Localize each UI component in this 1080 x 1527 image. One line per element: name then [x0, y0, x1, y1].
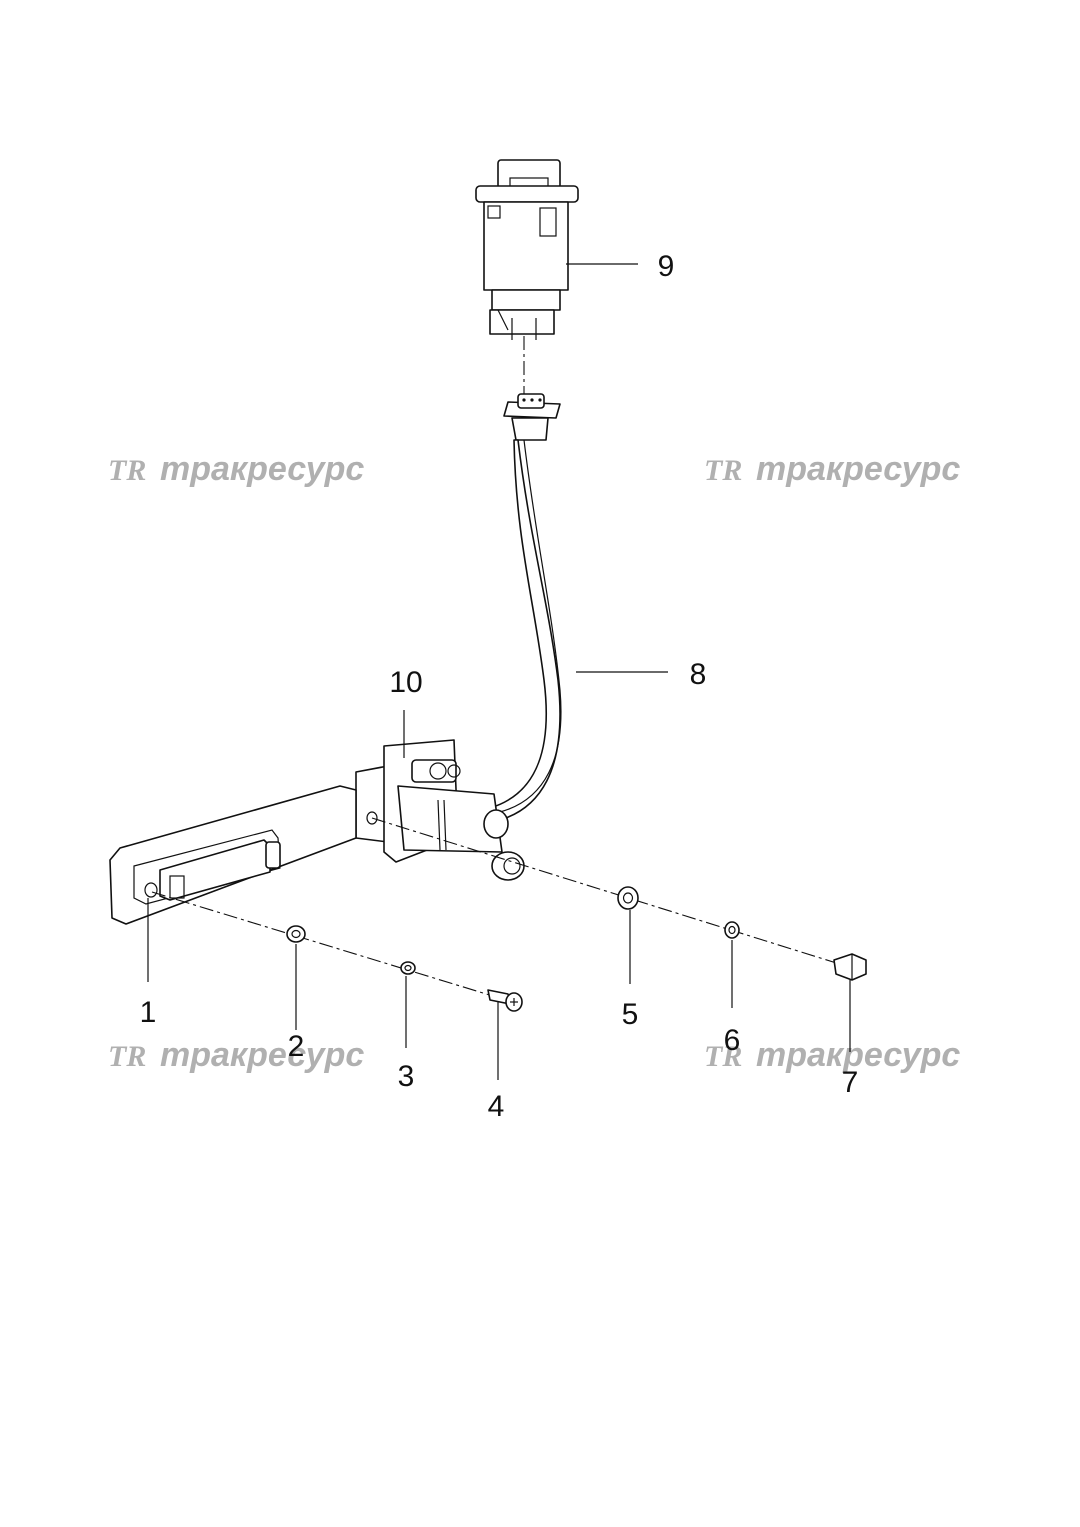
- callout-6: 6: [724, 1024, 741, 1057]
- watermark-text: тракресурс: [160, 450, 364, 488]
- callout-5: 5: [622, 998, 639, 1031]
- part-7-bolt: [833, 953, 867, 981]
- part-5-washer: [617, 886, 639, 910]
- callout-8: 8: [690, 658, 707, 691]
- watermark-top-left: TR тракресурс: [108, 450, 364, 488]
- watermark-logo: TR: [704, 1040, 742, 1073]
- part-8-cable: [489, 393, 562, 823]
- watermark-logo: TR: [108, 1040, 146, 1073]
- part-3-lock-washer: [400, 961, 416, 975]
- watermark-bottom-left: TR тракресурс: [108, 1036, 364, 1074]
- watermark-text: тракресурс: [756, 1036, 960, 1074]
- watermark-bottom-right: TR тракресурс: [704, 1036, 960, 1074]
- leader-lines: [147, 263, 851, 1080]
- watermark-logo: TR: [108, 454, 146, 487]
- callout-2: 2: [288, 1030, 305, 1063]
- watermark-text: тракресурс: [756, 450, 960, 488]
- watermark-text: тракресурс: [160, 1036, 364, 1074]
- axis-line-upper: [371, 817, 847, 967]
- callout-10: 10: [389, 666, 422, 699]
- axis-line-lower: [151, 891, 507, 1001]
- part-1-panel: [109, 785, 357, 925]
- watermark-logo: TR: [704, 454, 742, 487]
- part-2-washer: [286, 925, 306, 943]
- callout-4: 4: [488, 1090, 505, 1123]
- callout-3: 3: [398, 1060, 415, 1093]
- watermark-top-right: TR тракресурс: [704, 450, 960, 488]
- part-9-switch: [475, 159, 579, 340]
- part-6-lock-washer: [724, 921, 740, 939]
- part-10-relay: [355, 739, 525, 881]
- callout-1: 1: [140, 996, 157, 1029]
- callout-7: 7: [842, 1066, 859, 1099]
- part-4-screw: [487, 989, 523, 1012]
- callout-9: 9: [658, 250, 675, 283]
